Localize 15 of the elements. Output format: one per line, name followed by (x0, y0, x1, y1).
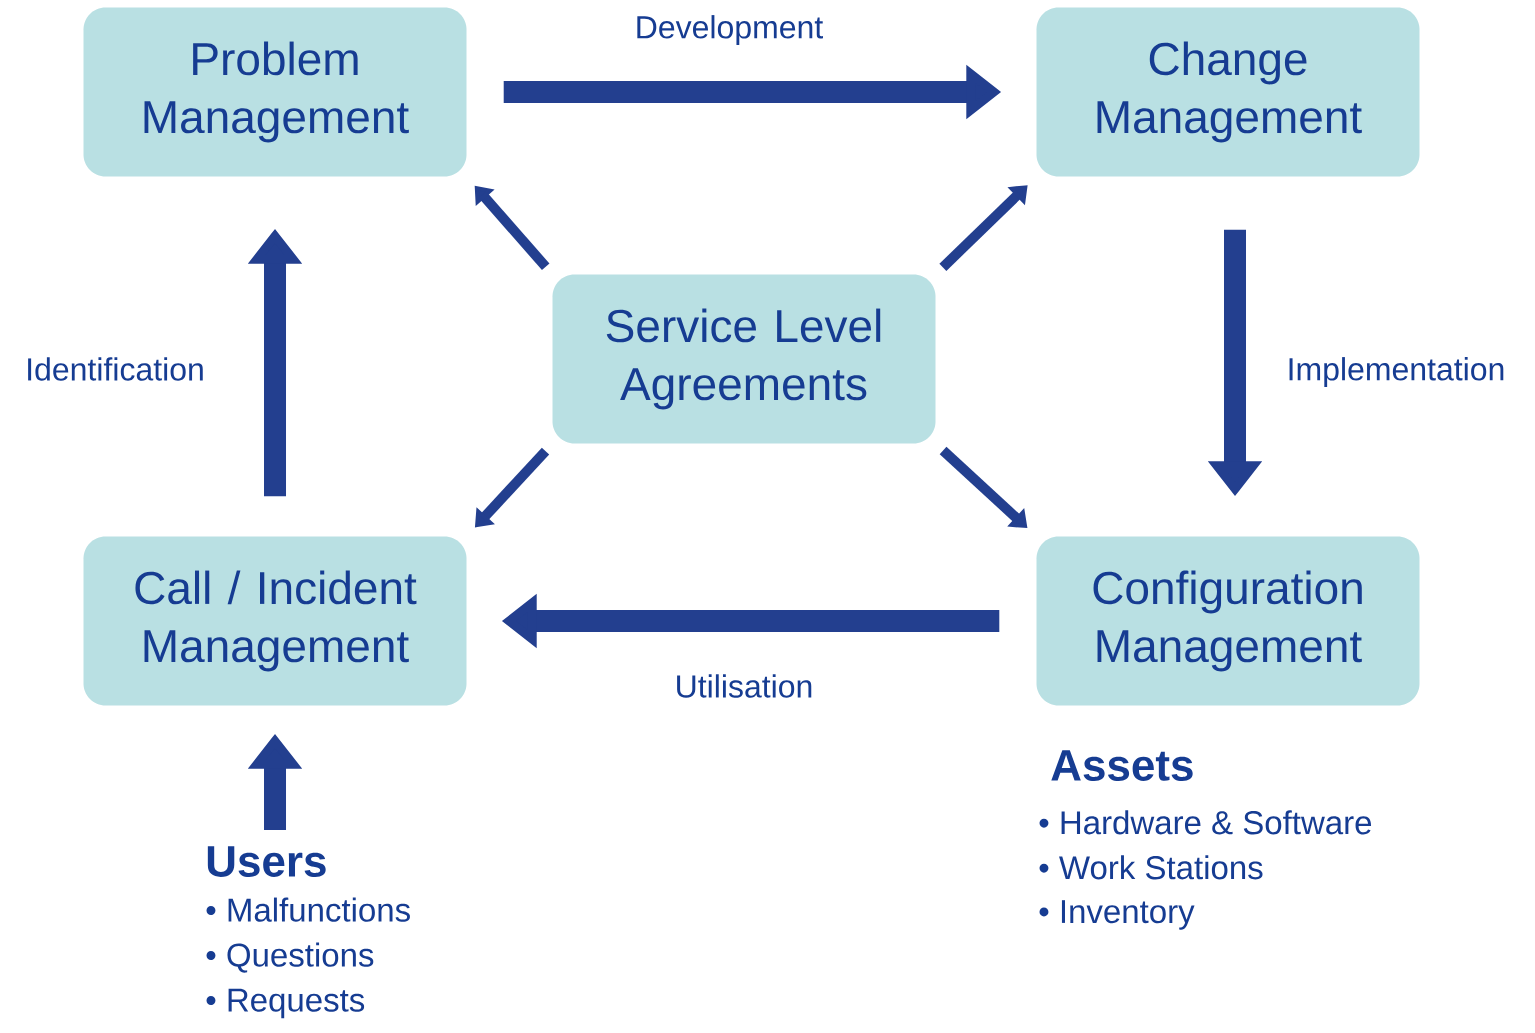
process-box: Service Level Agreements (552, 274, 936, 444)
heading: Assets (1051, 750, 1193, 781)
edge-label: Development (637, 15, 823, 45)
text-list: Users • Malfunctions • Questions • Requests (206, 846, 410, 1019)
process-box: Configuration Management (1036, 536, 1420, 706)
arrow (939, 185, 1028, 271)
edge-label: Implementation (1289, 357, 1504, 387)
edge-label: Utilisation (677, 674, 812, 698)
process-box: Change Management (1036, 7, 1420, 177)
list-item: • Work Stations (1039, 855, 1263, 880)
edge-label: Identification (28, 357, 203, 381)
process-box: Problem Management (83, 7, 467, 177)
list-item: • Hardware & Software (1039, 810, 1372, 835)
process-box: Call / Incident Management (83, 536, 467, 706)
list-item: • Inventory (1039, 900, 1195, 930)
